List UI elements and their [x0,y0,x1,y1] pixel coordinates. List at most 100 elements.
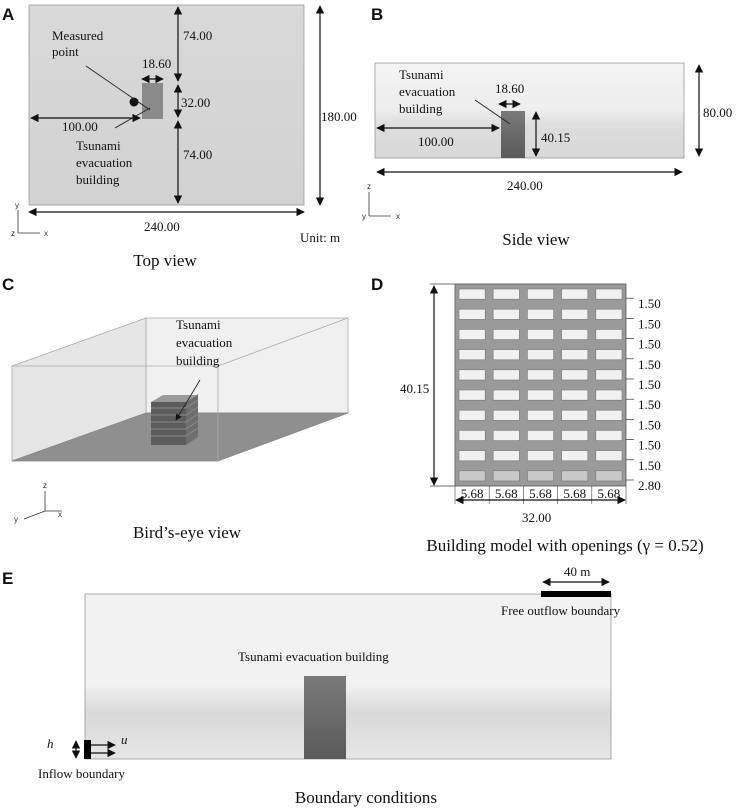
facade-openings [458,288,623,482]
panel-a: A Measured point Tsunami evacuation buil… [2,4,357,270]
building-label-c-line3: building [176,353,220,368]
facade-opening [458,329,486,340]
floor-spacing-label: 1.50 [638,357,661,372]
caption-top-view: Top view [133,251,197,270]
facade-opening [458,349,486,361]
velocity-symbol: u [121,732,128,747]
facade-opening [458,409,486,421]
building-label-a-line3: building [76,172,120,187]
svg-text:y: y [15,201,19,210]
svg-text:y: y [14,515,18,524]
inflow-boundary-bar [84,740,91,759]
facade-opening [492,308,520,320]
facade-opening [561,450,589,462]
axes-triad-b: z y x [362,182,400,221]
floor-spacing-label: 1.50 [638,296,661,311]
axes-triad-c: z y x [14,481,62,524]
facade-opening [492,369,520,381]
boundary-domain [84,593,612,760]
svg-text:z: z [11,229,15,238]
facade-opening [458,430,486,441]
dim-left-offset-a-label: 100.00 [62,119,98,134]
facade-opening [492,288,520,300]
outflow-boundary-label: Free outflow boundary [501,603,621,618]
facade-opening [458,389,486,401]
facade-opening [458,308,486,320]
bay-width-label: 5.68 [529,486,552,501]
facade-opening [492,329,520,340]
bay-width-label: 5.68 [495,486,518,501]
facade-opening [527,308,554,320]
dim-domain-width-a-label: 240.00 [144,219,180,234]
unit-label: Unit: m [300,230,340,245]
facade-opening [595,470,623,482]
floor-spacing-label: 1.50 [638,397,661,412]
facade-opening [527,470,554,482]
side-view-domain [374,62,685,159]
svg-text:x: x [44,229,48,238]
caption-side-view: Side view [502,230,570,249]
dim-bldg-height-b-label: 40.15 [541,130,570,145]
floor-spacing-labels: 1.501.501.501.501.501.501.501.501.502.80 [626,296,661,493]
measured-point-label-line1: Measured [52,28,104,43]
facade-opening [561,349,589,361]
svg-text:z: z [43,481,47,490]
dim-bldg-width-b-label: 18.60 [495,81,524,96]
dim-facade-height-label: 40.15 [400,381,429,396]
floor-spacing-label: 1.50 [638,417,661,432]
facade-opening [595,349,623,361]
svg-text:x: x [396,212,400,221]
facade-opening [595,450,623,462]
bay-width-label: 5.68 [461,486,484,501]
floor-spacing-label: 2.80 [638,478,661,493]
dim-domain-height-b-label: 80.00 [703,105,732,120]
axes-triad-a: y z x [11,201,48,238]
building-label-a-line2: evacuation [76,155,133,170]
facade-opening [595,288,623,300]
facade-opening [458,369,486,381]
panel-c-letter: C [2,275,14,294]
facade-opening [595,308,623,320]
facade-opening [561,389,589,401]
facade-opening [595,389,623,401]
facade-opening [527,349,554,361]
measured-point-leader [85,65,151,111]
caption-boundary-conditions: Boundary conditions [295,788,437,807]
building-label-leader-c [175,379,201,421]
facade-opening [561,470,589,482]
svg-text:y: y [362,212,366,221]
facade-opening [492,389,520,401]
facade-opening [458,450,486,462]
facade-opening [561,288,589,300]
building-label-b-line2: evacuation [399,84,456,99]
floor-spacing-label: 1.50 [638,337,661,352]
boundary-building [304,676,346,759]
floor-spacing-label: 1.50 [638,316,661,331]
facade-opening [492,409,520,421]
building-label-b-line1: Tsunami [399,67,444,82]
panel-e: E Tsunami evacuation building 40 m Free … [2,564,621,807]
facade-opening [458,288,486,300]
facade-opening [527,389,554,401]
svg-text:x: x [58,510,62,519]
facade-opening [492,430,520,441]
facade-opening [595,430,623,441]
dim-bldg-width-a-label: 18.60 [142,56,171,71]
facade-opening [561,369,589,381]
panel-d: D 40.15 1.501.501.501.501.501.501.501.50… [371,275,704,555]
panel-b: B 18.60 Tsunami evacuation building 100.… [362,5,732,249]
facade-opening [527,450,554,462]
birds-eye-building [151,394,199,445]
facade-opening [561,430,589,441]
bay-width-label: 5.68 [563,486,586,501]
dim-top-gap-label: 74.00 [183,28,212,43]
side-view-building [501,111,525,158]
building-label-c-line2: evacuation [176,335,233,350]
measured-point-label-line2: point [52,44,79,59]
boundary-building-label: Tsunami evacuation building [238,649,389,664]
dim-facade-width-label: 32.00 [522,510,551,525]
floor-spacing-label: 1.50 [638,458,661,473]
floor-spacing-label: 1.50 [638,377,661,392]
facade-opening [595,329,623,340]
panel-b-letter: B [371,5,383,24]
